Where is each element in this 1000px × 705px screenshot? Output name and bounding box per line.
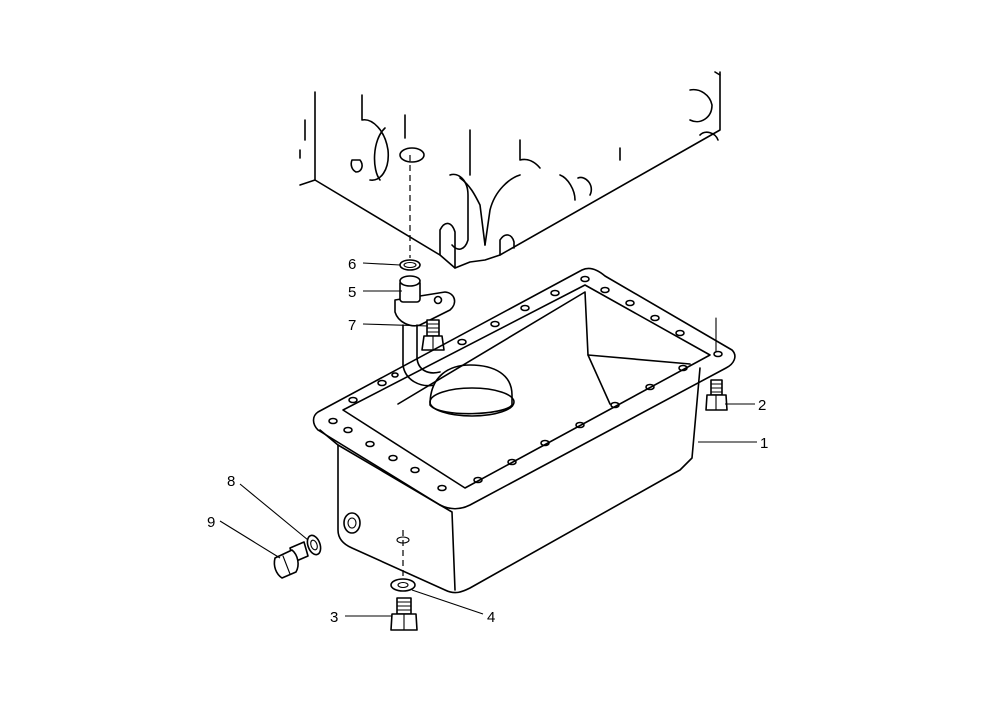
callout-leaders <box>219 262 757 617</box>
flange-bolt <box>421 319 445 351</box>
callout-3: 3 <box>330 609 338 626</box>
callout-2: 2 <box>758 397 766 414</box>
callout-5: 5 <box>348 284 356 301</box>
drain-plug-bottom <box>390 597 418 631</box>
callout-6: 6 <box>348 256 356 273</box>
callout-labels: 1 2 3 4 5 6 7 8 9 <box>207 256 768 626</box>
callout-1: 1 <box>760 435 768 452</box>
callout-7: 7 <box>348 317 356 334</box>
engine-block <box>299 71 721 269</box>
o-ring <box>399 259 421 271</box>
side-drain-plug <box>273 541 309 579</box>
pan-bolt <box>705 379 728 411</box>
side-washer <box>306 534 322 556</box>
drain-washer-bottom <box>390 578 416 592</box>
oil-pan <box>312 267 736 594</box>
side-drain-boss <box>343 512 361 534</box>
callout-4: 4 <box>487 609 495 626</box>
callout-8: 8 <box>227 473 235 490</box>
callout-9: 9 <box>207 514 215 531</box>
flange-holes <box>328 275 723 492</box>
